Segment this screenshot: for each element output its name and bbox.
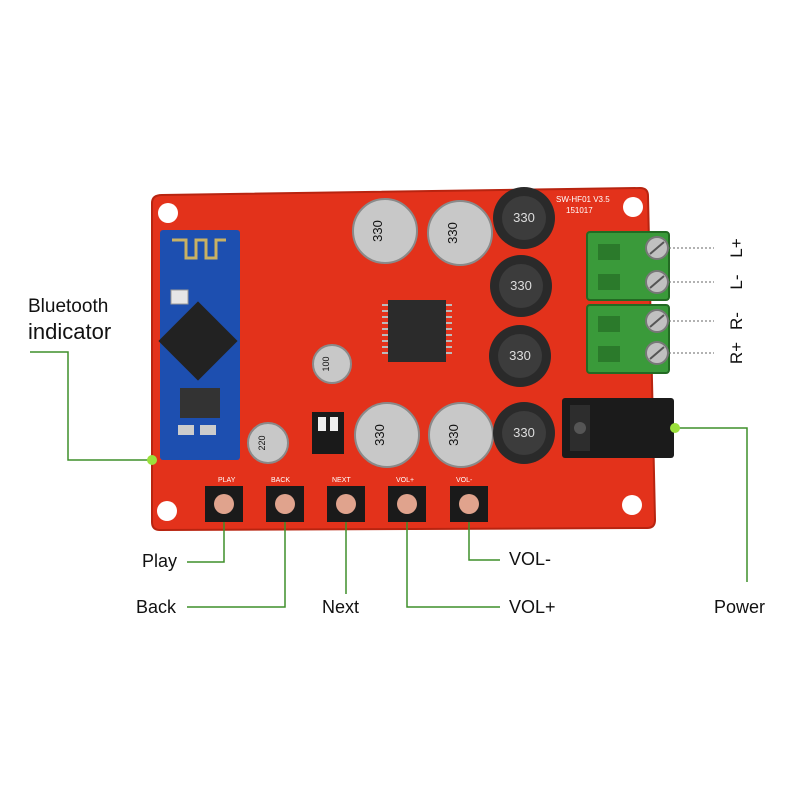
- back-label: Back: [136, 597, 177, 617]
- leader-lines: [30, 351, 748, 608]
- button-play: PLAY: [205, 477, 243, 522]
- bluetooth-indicator-label-line2: indicator: [28, 319, 112, 344]
- inductor-label: 330: [510, 278, 532, 293]
- mounting-hole: [157, 501, 177, 521]
- power-label: Power: [714, 597, 766, 617]
- leader-play: [187, 522, 225, 563]
- button-vol-plus: VOL+: [388, 477, 426, 522]
- cap-label: 330: [372, 424, 387, 446]
- cap-label: 330: [370, 220, 385, 242]
- inductor: 330: [493, 187, 555, 249]
- leader-back: [187, 522, 286, 608]
- play-label: Play: [142, 551, 178, 571]
- vol-minus-label: VOL-: [509, 549, 552, 569]
- mounting-hole: [622, 495, 642, 515]
- inductor: 330: [493, 402, 555, 464]
- small-cap-label: 220: [257, 435, 267, 450]
- leader-volp: [406, 522, 500, 608]
- button-vol-minus: VOL-: [450, 477, 488, 522]
- speaker-terminal-right: [586, 304, 670, 374]
- silk-date: 151017: [566, 206, 593, 215]
- silk-next: NEXT: [332, 477, 351, 484]
- capacitor: 330: [352, 198, 418, 264]
- inductor-label: 330: [509, 348, 531, 363]
- small-cap-label: 100: [321, 356, 331, 371]
- indicator-dot: [147, 455, 157, 465]
- capacitor: 330: [354, 402, 420, 468]
- amplifier-ic: [382, 300, 452, 362]
- button-back: BACK: [266, 477, 304, 522]
- silk-back: BACK: [271, 477, 290, 484]
- inductor-label: 330: [513, 425, 535, 440]
- capacitor: 330: [427, 200, 493, 266]
- capacitor: 330: [428, 402, 494, 468]
- bluetooth-module: [158, 230, 240, 460]
- leader-power: [675, 427, 748, 582]
- l-minus-label: L-: [727, 274, 746, 290]
- small-capacitor: 220: [247, 422, 289, 464]
- dc-power-jack: [562, 398, 674, 458]
- bluetooth-indicator-label-line1: Bluetooth: [28, 296, 109, 317]
- inductor: 330: [490, 255, 552, 317]
- mounting-hole: [623, 197, 643, 217]
- vol-plus-label: VOL+: [509, 597, 556, 617]
- l-plus-label: L+: [727, 238, 746, 258]
- next-label: Next: [322, 597, 360, 617]
- cap-label: 330: [446, 424, 461, 446]
- terminal-leaders: [669, 247, 714, 354]
- mounting-hole: [158, 203, 178, 223]
- leader-volm: [468, 522, 500, 561]
- leader-bluetooth: [30, 351, 152, 461]
- inductor-label: 330: [513, 210, 535, 225]
- dip-switch: [312, 412, 344, 454]
- r-minus-label: R-: [727, 312, 746, 330]
- speaker-terminal-left: [586, 231, 670, 301]
- r-plus-label: R+: [727, 341, 746, 365]
- cap-label: 330: [445, 222, 460, 244]
- small-capacitor: 100: [312, 344, 352, 384]
- silk-volp: VOL+: [396, 477, 414, 484]
- inductor: 330: [489, 325, 551, 387]
- silk-model: SW-HF01 V3.5: [556, 195, 610, 204]
- indicator-dot: [670, 423, 680, 433]
- silk-volm: VOL-: [456, 477, 473, 484]
- button-next: NEXT: [327, 477, 365, 522]
- silk-play: PLAY: [218, 477, 236, 484]
